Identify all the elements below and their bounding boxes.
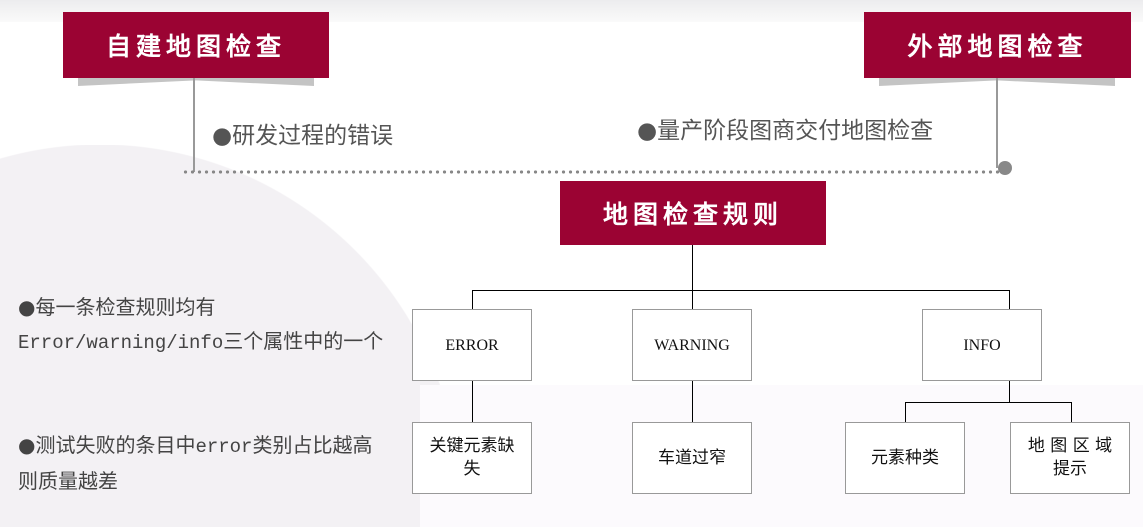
tree-line [905,402,1072,403]
node-error: ERROR [412,309,532,381]
bullet-text: 三个属性中的一个 [223,329,384,353]
tree-line [692,290,693,309]
tree-line [472,381,473,422]
tree-line [692,381,693,422]
node-element-type: 元素种类 [845,422,965,494]
background-circle [0,145,460,527]
bullet-rule-attributes: ●每一条检查规则均有 Error/warning/info三个属性中的一个 [18,290,398,360]
connector-line [996,78,998,168]
self-built-map-check-banner: 自建地图检查 [63,12,329,78]
node-info: INFO [922,309,1042,381]
tree-line [1009,381,1010,402]
bullet-text: ●测试失败的条目中 [18,433,196,457]
external-map-check-banner: 外部地图检查 [864,12,1131,78]
node-lane-too-narrow: 车道过窄 [632,422,752,494]
timeline-end-dot [998,161,1012,175]
tree-line [905,402,906,422]
tree-line [1009,290,1010,309]
tree-line [1071,402,1072,422]
bullet-error-ratio: ●测试失败的条目中error类别占比越高则质量越差 [18,428,388,498]
node-key-element-missing: 关键元素缺失 [412,422,532,494]
map-check-rules-banner: 地图检查规则 [560,181,826,245]
bullet-text: ●每一条检查规则均有 [18,295,216,319]
bullet-code-text: Error/warning/info [18,332,224,354]
tree-line [472,290,473,309]
bullet-text: 类别占比越高则质量越差 [18,433,373,493]
node-map-area-hint: 地 图 区 域 提示 [1010,422,1130,494]
tree-line [692,245,693,290]
dotted-timeline [182,170,1004,174]
tree-line [472,290,1010,291]
left-note: ●研发过程的错误 [212,123,394,149]
right-note: ●量产阶段图商交付地图检查 [637,118,934,144]
node-warning: WARNING [632,309,752,381]
banner-shadow [78,78,314,86]
connector-line [193,78,195,172]
bullet-code-text: error [195,436,253,458]
